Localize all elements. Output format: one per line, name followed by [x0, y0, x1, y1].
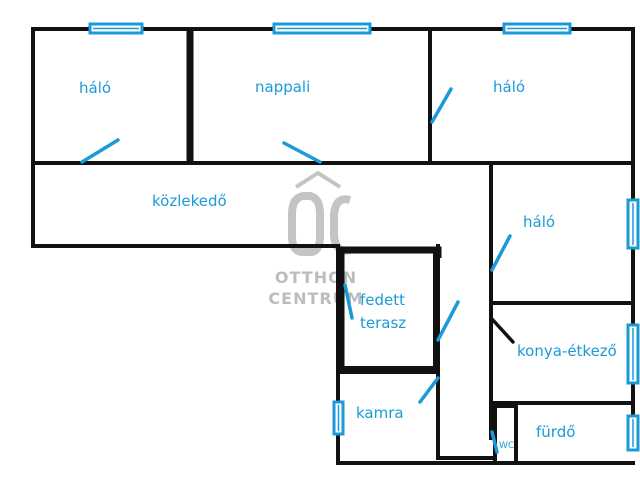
door-kamra [418, 376, 440, 404]
label-nappali: nappali [255, 78, 310, 96]
door-halo-3 [490, 234, 512, 272]
label-terasz: terasz [360, 314, 406, 332]
label-halo-2: háló [493, 78, 525, 96]
door-halo-1 [80, 138, 120, 164]
label-fedett: fedett [360, 291, 405, 309]
walls [31, 27, 635, 465]
windows [88, 22, 640, 452]
wall-wc [493, 404, 518, 465]
label-konyha-etkezo: konya-étkező [517, 342, 617, 360]
oc-logo-icon [288, 170, 352, 256]
room-labels: háló nappali háló közlekedő háló fedett … [79, 78, 617, 451]
door-terasz-left [343, 283, 354, 320]
label-kamra: kamra [356, 404, 404, 422]
door-terasz-right [436, 300, 460, 342]
door-halo-2 [430, 87, 453, 124]
label-halo-1: háló [79, 79, 111, 97]
label-kozlekedo: közlekedő [152, 192, 227, 210]
label-wc: WC [499, 441, 514, 451]
label-halo-3: háló [523, 213, 555, 231]
door-konyha [489, 316, 515, 344]
door-nappali [282, 141, 322, 164]
doors [80, 87, 515, 454]
door-wc [490, 430, 499, 454]
label-furdo: fürdő [536, 423, 575, 441]
wall-terasz-top [338, 246, 442, 258]
watermark-line-1: OTTHON [275, 268, 357, 287]
otthon-centrum-watermark: OTTHON CENTRUM [268, 170, 363, 308]
